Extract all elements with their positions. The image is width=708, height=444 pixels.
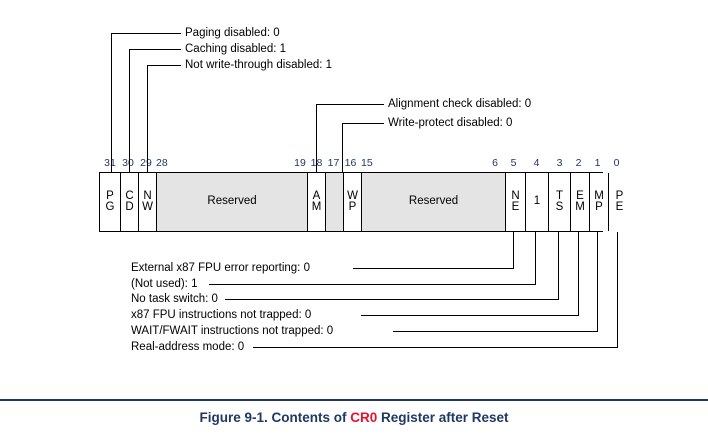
callout-external-x87-fpu-error-reporting: External x87 FPU error reporting: 0 (131, 262, 310, 274)
register-field-reserved-28-19: Reserved (156, 173, 307, 231)
leader-line-em-vertical (578, 232, 579, 316)
caption-divider (0, 399, 708, 401)
register-field-et-label: 1 (533, 195, 541, 208)
leader-line-cd-horizontal (129, 49, 181, 50)
bit-tick-16 (342, 155, 343, 172)
leader-line-pe-vertical (617, 232, 618, 348)
figure-caption-register-name: CR0 (350, 410, 378, 425)
register-field-reserved-15-6: Reserved (361, 173, 505, 231)
bit-number-3: 3 (556, 157, 563, 169)
figure-caption-prefix: Figure 9-1. Contents of (199, 410, 351, 425)
bit-tick-29 (147, 155, 148, 172)
leader-line-pg-horizontal (111, 33, 181, 34)
bit-number-15: 15 (361, 157, 373, 169)
leader-line-nw-vertical (147, 65, 148, 155)
leader-line-pg-vertical (111, 33, 112, 155)
callout-real-address-mode: Real-address mode: 0 (131, 341, 245, 353)
bit-number-31: 31 (104, 157, 116, 169)
figure-caption-suffix: Register after Reset (377, 410, 509, 425)
callout-write-protect-disabled: Write-protect disabled: 0 (388, 117, 513, 129)
bit-tick-30 (129, 155, 130, 172)
register-field-reserved-15-6-label: Reserved (408, 195, 459, 208)
leader-line-ne-horizontal (353, 268, 514, 269)
callout-wait-fwait-instructions-not-trapped: WAIT/FWAIT instructions not trapped: 0 (131, 325, 334, 337)
bit-number-19: 19 (294, 157, 306, 169)
bit-number-29: 29 (140, 157, 152, 169)
leader-line-ts-horizontal (225, 299, 559, 300)
leader-line-et-horizontal (209, 284, 536, 285)
callout-caching-disabled: Caching disabled: 1 (185, 43, 287, 55)
register-field-reserved-17 (325, 173, 343, 231)
register-field-reserved-28-19-label: Reserved (207, 195, 257, 208)
bit-number-28: 28 (156, 157, 168, 169)
leader-line-et-vertical (535, 232, 536, 285)
leader-line-mp-horizontal (393, 331, 598, 332)
register-field-et: 1 (525, 173, 548, 231)
leader-line-wp-horizontal (342, 123, 384, 124)
bit-tick-31 (111, 155, 112, 172)
leader-line-am-horizontal (316, 104, 384, 105)
leader-line-nw-horizontal (147, 65, 181, 66)
bit-number-17: 17 (327, 157, 340, 169)
callout-alignment-check-disabled: Alignment check disabled: 0 (388, 98, 532, 110)
leader-line-cd-vertical (129, 49, 130, 155)
figure-caption: Figure 9-1. Contents of CR0 Register aft… (0, 410, 708, 425)
bit-number-2: 2 (575, 157, 582, 169)
bit-number-6: 6 (492, 157, 498, 169)
bit-number-1: 1 (594, 157, 601, 169)
bit-number-5: 5 (510, 157, 517, 169)
bit-number-4: 4 (533, 157, 540, 169)
leader-line-ts-vertical (558, 232, 559, 300)
callout-not-write-through-disabled: Not write-through disabled: 1 (185, 59, 333, 71)
bit-number-0: 0 (613, 157, 620, 169)
leader-line-em-horizontal (361, 315, 579, 316)
callout-paging-disabled: Paging disabled: 0 (185, 27, 280, 39)
bit-number-30: 30 (122, 157, 134, 169)
leader-line-pe-horizontal (253, 347, 618, 348)
callout-x87-fpu-instructions-not-trapped: x87 FPU instructions not trapped: 0 (131, 309, 312, 321)
leader-line-ne-vertical (513, 232, 514, 269)
leader-line-mp-vertical (597, 232, 598, 332)
bit-tick-18 (316, 155, 317, 172)
bit-number-16: 16 (344, 157, 357, 169)
callout-not-used: (Not used): 1 (131, 278, 198, 290)
leader-line-am-vertical (316, 104, 317, 155)
callout-no-task-switch: No task switch: 0 (131, 293, 218, 305)
leader-line-wp-vertical (342, 123, 343, 155)
